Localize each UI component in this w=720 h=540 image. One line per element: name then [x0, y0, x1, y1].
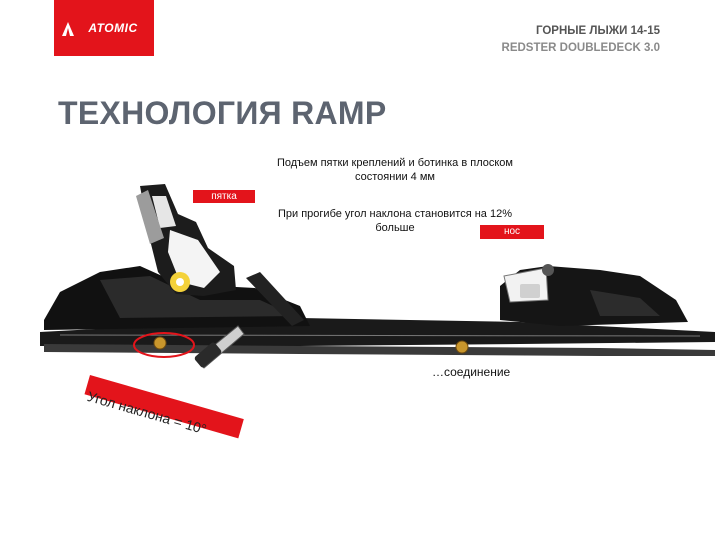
joint-screw [456, 341, 468, 353]
toe-tag: нос [480, 225, 544, 239]
caption-heel-lift: Подъем пятки креплений и ботинка в плоск… [270, 156, 520, 184]
joint-label: …соединение [432, 365, 510, 379]
heel-tag: пятка [193, 190, 255, 203]
